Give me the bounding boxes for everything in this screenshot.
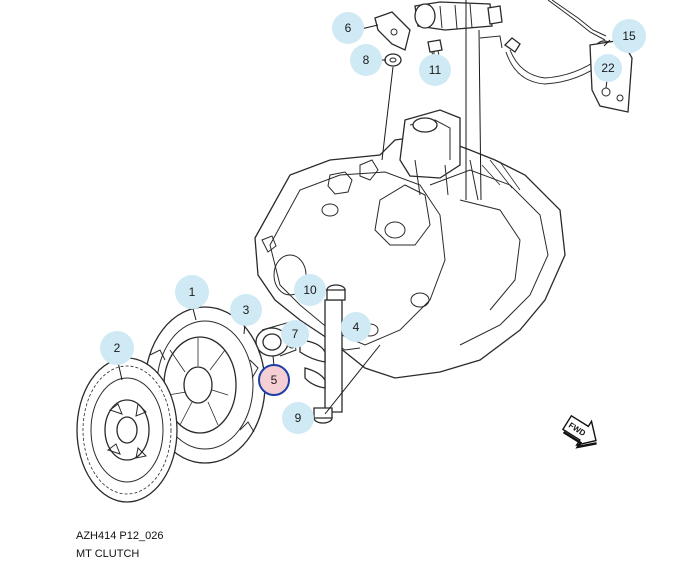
callout-9[interactable]: 9 xyxy=(282,402,314,434)
callout-2[interactable]: 2 xyxy=(100,331,134,365)
callout-label: 15 xyxy=(622,29,636,43)
callout-4[interactable]: 4 xyxy=(341,312,371,342)
callout-3[interactable]: 3 xyxy=(230,294,262,326)
callout-label: 3 xyxy=(243,303,250,317)
callout-label: 1 xyxy=(189,285,196,299)
release-fork-shaft xyxy=(297,284,346,424)
callout-label: 11 xyxy=(429,63,442,77)
callout-label: 2 xyxy=(114,341,121,355)
callout-6[interactable]: 6 xyxy=(332,12,364,44)
callout-label: 6 xyxy=(345,21,352,35)
callout-8[interactable]: 8 xyxy=(350,44,382,76)
bracket-hardware xyxy=(374,11,443,67)
callout-label: 9 xyxy=(295,411,302,425)
callout-1[interactable]: 1 xyxy=(175,275,209,309)
diagram-code: AZH414 P12_026 xyxy=(76,530,164,542)
callout-5[interactable]: 5 xyxy=(258,364,290,396)
callout-label: 10 xyxy=(303,283,317,297)
callout-15[interactable]: 15 xyxy=(612,19,646,53)
callout-label: 22 xyxy=(601,61,615,75)
clutch-hydraulic-assembly xyxy=(414,0,633,113)
callout-label: 5 xyxy=(271,373,278,387)
forward-arrow: FWD xyxy=(561,414,597,449)
diagram-title: MT CLUTCH xyxy=(76,548,140,560)
callout-label: 8 xyxy=(363,53,370,67)
callout-label: 7 xyxy=(292,327,299,341)
callout-22[interactable]: 22 xyxy=(594,54,622,82)
clutch-disc xyxy=(76,357,178,503)
callout-10[interactable]: 10 xyxy=(294,274,326,306)
callout-11[interactable]: 11 xyxy=(419,54,451,86)
callout-7[interactable]: 7 xyxy=(281,320,309,348)
callout-label: 4 xyxy=(353,320,360,334)
